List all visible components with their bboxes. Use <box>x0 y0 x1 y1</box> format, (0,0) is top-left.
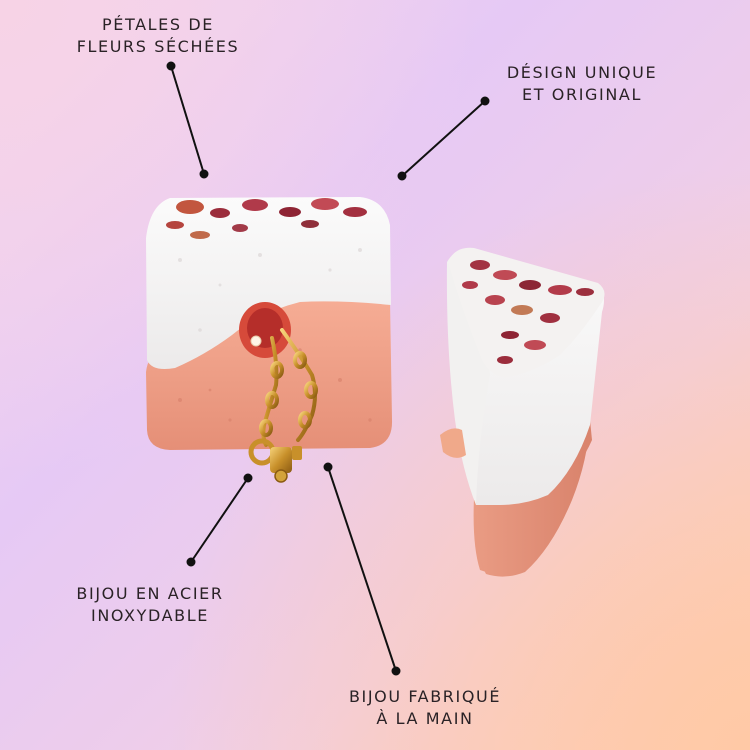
annotation-steel-line1: BIJOU EN ACIER <box>76 584 224 603</box>
annotation-handmade-line2: À LA MAIN <box>376 709 474 728</box>
annotation-handmade-line1: BIJOU FABRIQUÉ <box>348 687 502 706</box>
annotation-handmade: BIJOU FABRIQUÉ À LA MAIN <box>330 686 520 730</box>
callout-lines <box>166 61 490 676</box>
annotation-petals-line1: PÉTALES DE <box>102 15 214 34</box>
annotation-design-line2: ET ORIGINAL <box>522 85 642 104</box>
bath-bomb-wedge <box>440 247 605 577</box>
bath-bomb-cube <box>146 197 393 483</box>
annotation-petals-line2: FLEURS SÉCHÉES <box>76 37 240 56</box>
annotation-petals: PÉTALES DE FLEURS SÉCHÉES <box>68 14 248 58</box>
jewel-clasp <box>248 438 302 483</box>
dried-rose-petals <box>166 198 367 239</box>
steel-jewel-chain <box>259 328 318 447</box>
annotation-steel: BIJOU EN ACIER INOXYDABLE <box>55 583 245 627</box>
annotation-steel-line2: INOXYDABLE <box>91 606 209 625</box>
annotation-design: DÉSIGN UNIQUE ET ORIGINAL <box>492 62 672 106</box>
annotation-design-line1: DÉSIGN UNIQUE <box>506 63 658 82</box>
